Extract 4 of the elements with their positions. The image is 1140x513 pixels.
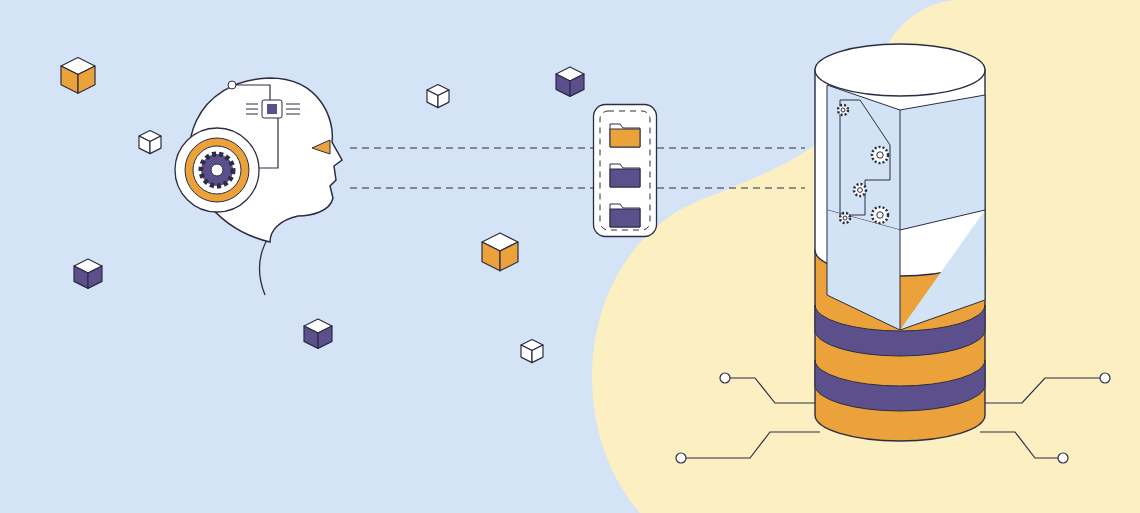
dashed-connector <box>656 147 806 149</box>
dashed-connector <box>656 187 806 189</box>
dashed-connector <box>349 147 594 149</box>
dashed-connector <box>349 187 594 189</box>
